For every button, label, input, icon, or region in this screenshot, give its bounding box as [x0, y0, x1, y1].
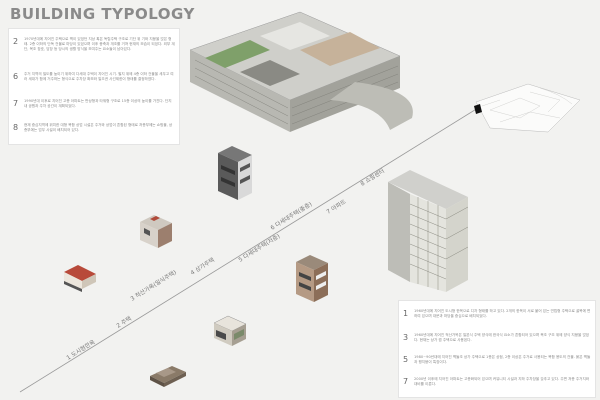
building-japanese-house [213, 315, 247, 346]
building-multi-unit-low [296, 255, 328, 302]
description-item: 7 1990년대 이후로 지어진 고층 아파트는 판상형과 타워형 구조로 15… [13, 99, 175, 115]
description-item: 2 1970년대에 지어진 주택으로 벽이 있었던 지상 혹은 독립주택 구조로… [13, 37, 175, 59]
description-text: 2000년 이후에 지어진 아파트는 고층화되어 있으며 커뮤니티 시설과 지하… [414, 377, 590, 386]
timeline-label-1: 1 도시형한옥 [65, 338, 97, 361]
page-title: BUILDING TYPOLOGY [10, 5, 195, 23]
description-text: 주거 지역의 밀도를 높이기 위하여 다세대 주택이 지어진 시기. 필지 위에… [24, 72, 174, 81]
building-shopping-center [189, 11, 413, 132]
description-item: 1 1960년대에 지어진 도시형 한옥으로 디자 형태를 하고 있다. 2개의… [403, 309, 591, 325]
svg-text:1 도시형한옥: 1 도시형한옥 [65, 338, 97, 361]
description-number: 5 [403, 355, 409, 364]
building-hanok [150, 366, 186, 387]
timeline-label-7: 7 아파트 [325, 197, 348, 216]
building-shop-house [140, 215, 172, 248]
apartment-window-grid [409, 197, 469, 290]
description-panel-top: 2 1970년대에 지어진 주택으로 벽이 있었던 지상 혹은 독립주택 구조로… [8, 28, 180, 145]
description-item: 5 1980~90년대에 지어진 벽돌조 상가 주택으로 1층은 상점, 2층 … [403, 355, 591, 371]
site-location-marker [474, 104, 482, 114]
svg-text:3 적산가옥(일식주택): 3 적산가옥(일식주택) [129, 268, 178, 303]
description-number: 7 [403, 377, 409, 386]
timeline-label-6: 6 다세대주택(중층) [269, 200, 314, 232]
svg-text:8 쇼핑센터: 8 쇼핑센터 [359, 167, 386, 188]
timeline-label-5: 5 다세대주택(저층) [237, 232, 282, 264]
site-plan-map [474, 83, 581, 133]
description-text: 1960년대에 지어진 도시형 한옥으로 디자 형태를 하고 있다. 2개의 한… [414, 309, 591, 318]
timeline-label-3: 3 적산가옥(일식주택) [129, 268, 178, 303]
building-house [64, 265, 96, 292]
svg-text:2 주택: 2 주택 [115, 315, 132, 329]
svg-text:5 다세대주택(저층): 5 다세대주택(저층) [237, 232, 282, 264]
description-number: 7 [13, 99, 19, 108]
description-number: 6 [13, 72, 19, 81]
svg-text:4 상가주택: 4 상가주택 [189, 256, 216, 277]
description-item: 3 1960년대에 지어진 적산가옥은 일본식 주택 양식에 한국식 요소가 혼… [403, 333, 591, 349]
description-number: 8 [13, 123, 19, 132]
description-item: 6 주거 지역의 밀도를 높이기 위하여 다세대 주택이 지어진 시기. 필지 … [13, 72, 175, 92]
building-multi-unit-mid [218, 146, 252, 200]
description-item: 7 2000년 이후에 지어진 아파트는 고층화되어 있으며 커뮤니티 시설과 … [403, 377, 591, 393]
svg-text:7 아파트: 7 아파트 [325, 197, 348, 216]
description-text: 현재 중심지역에 위치한 대형 복합 상업 시설은 주거와 상업이 혼합된 형태… [24, 123, 173, 132]
description-item: 8 현재 중심지역에 위치한 대형 복합 상업 시설은 주거와 상업이 혼합된 … [13, 123, 175, 139]
description-number: 1 [403, 309, 409, 318]
description-text: 1960년대에 지어진 적산가옥은 일본식 주택 양식에 한국식 요소가 혼합되… [414, 333, 590, 342]
description-text: 1970년대에 지어진 주택으로 벽이 있었던 지상 혹은 독립주택 구조로 기… [24, 37, 175, 51]
timeline-axis [19, 107, 479, 393]
timeline-label-4: 4 상가주택 [189, 256, 216, 277]
timeline-label-8: 8 쇼핑센터 [359, 167, 386, 188]
description-number: 2 [13, 37, 19, 46]
description-number: 3 [403, 333, 409, 342]
description-panel-bottom: 1 1960년대에 지어진 도시형 한옥으로 디자 형태를 하고 있다. 2개의… [398, 300, 596, 398]
timeline-label-2: 2 주택 [115, 315, 133, 329]
svg-text:6 다세대주택(중층): 6 다세대주택(중층) [269, 200, 314, 232]
description-text: 1980~90년대에 지어진 벽돌조 상가 주택으로 1층은 상점, 2층 이상… [414, 355, 591, 364]
roof-garden [205, 40, 270, 68]
building-apartment [388, 170, 469, 292]
description-text: 1990년대 이후로 지어진 고층 아파트는 판상형과 타워형 구조로 15층 … [24, 99, 172, 108]
